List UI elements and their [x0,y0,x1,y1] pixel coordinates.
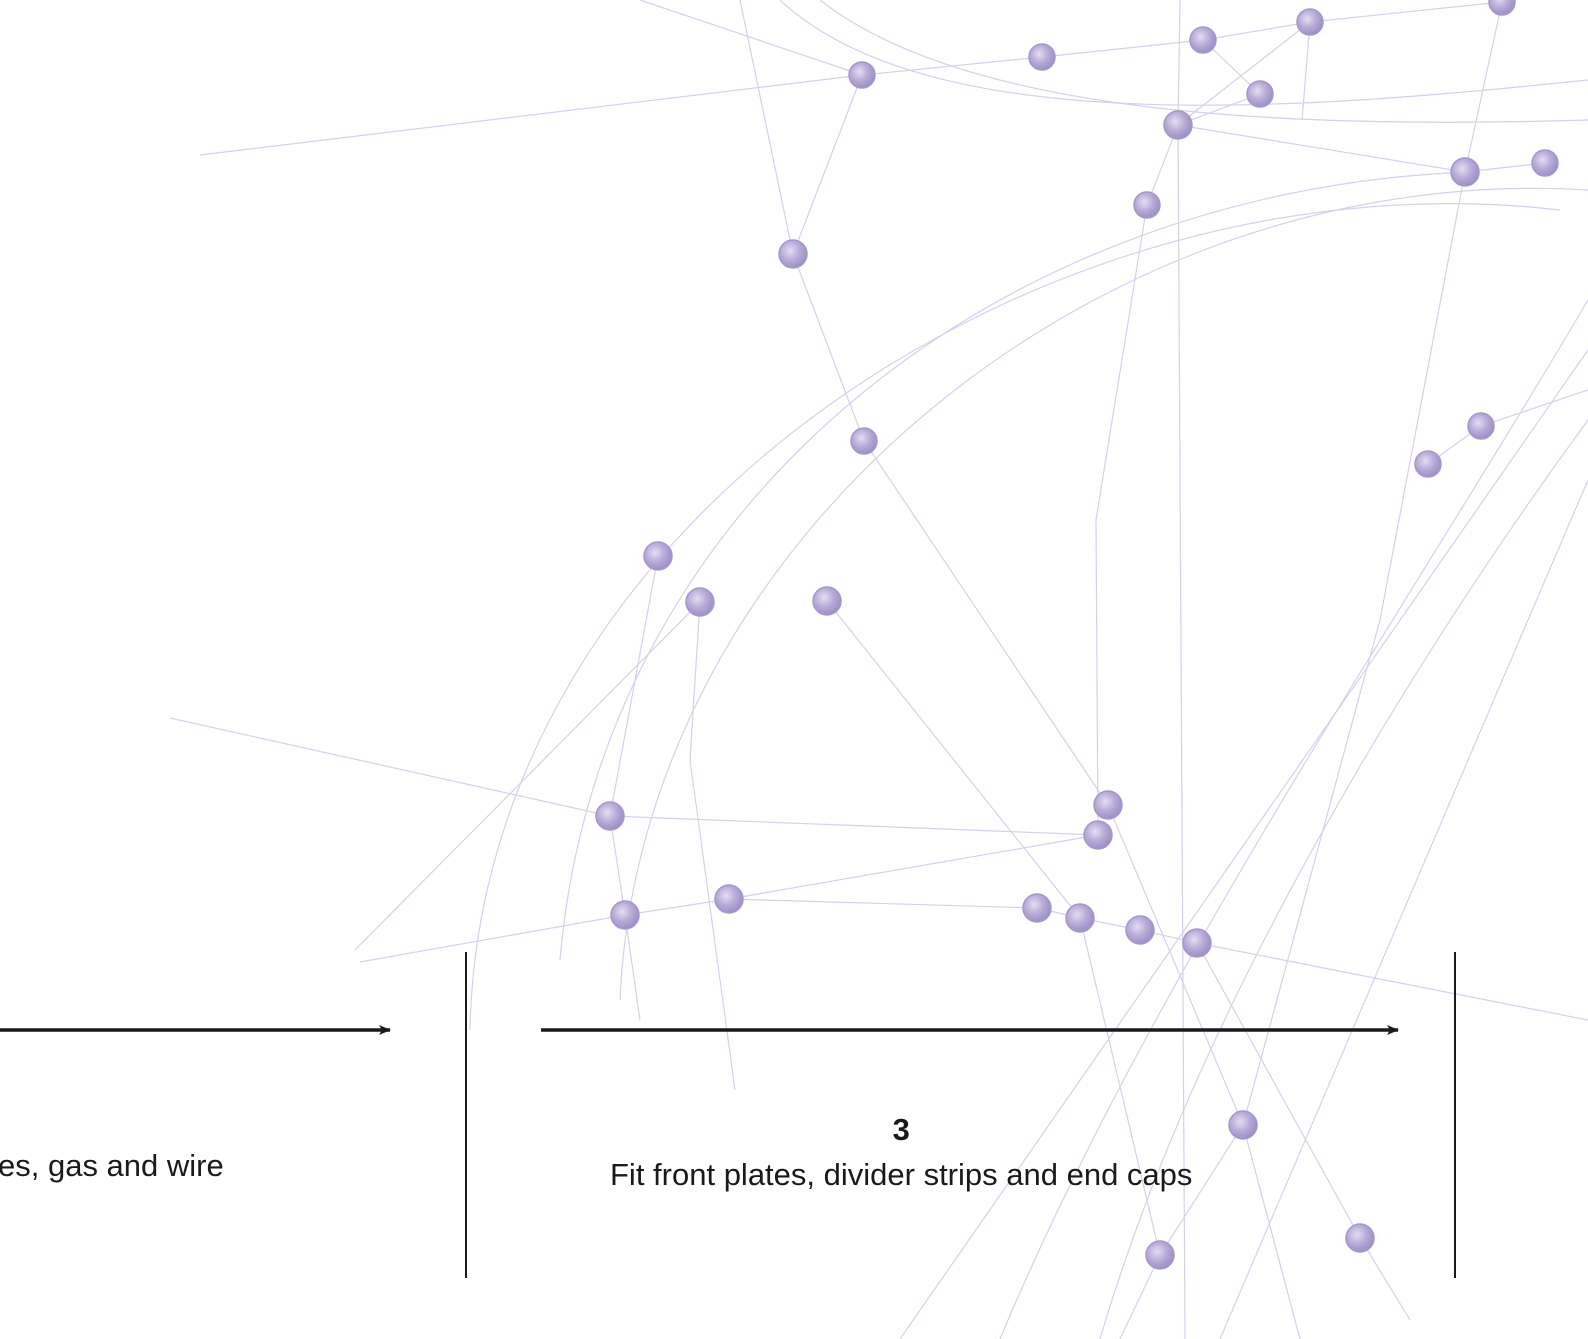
network-node [1093,790,1123,820]
network-node [714,884,744,914]
network-line [739,0,794,255]
network-node [1083,820,1113,850]
network-node [812,586,842,616]
network-node [1414,450,1442,478]
step-3-description: Fit front plates, divider strips and end… [610,1157,1193,1192]
network-node [1450,157,1480,187]
network-arc [559,171,1471,961]
network-line [1107,804,1301,1339]
network-line [1177,39,1262,126]
network-node [778,239,808,269]
network-node [595,801,625,831]
network-node [1145,1240,1175,1270]
step-dividers [465,952,1456,1278]
network-line [899,349,1588,1339]
network-nodes [595,0,1559,1270]
network-line [1242,1,1503,1126]
network-node [1467,412,1495,440]
network-node [1133,191,1161,219]
step-3-number: 3 [892,1112,910,1147]
network-line [1095,124,1179,836]
network-node [1488,0,1516,16]
network-node [1028,43,1056,71]
network-node [1163,110,1193,140]
network-node [610,900,640,930]
network-line [792,74,1109,806]
network-node [1345,1223,1375,1253]
network-line [728,898,1588,1021]
network-node [685,587,715,617]
network-node [1065,903,1095,933]
network-arc [779,0,1588,106]
network-background [169,0,1588,1339]
network-node [1246,80,1274,108]
network-arc [619,187,1588,1001]
network-node [850,427,878,455]
network-line [639,0,863,76]
step-2-description: es, gas and wire [0,1148,224,1183]
network-arc [999,299,1588,1339]
network-line [359,834,1099,963]
network-node [1022,893,1052,923]
network-arc [819,0,1588,123]
network-line [1177,124,1546,173]
network-line [354,601,701,951]
network-line [169,717,1099,836]
network-node [1296,8,1324,36]
network-line [1219,479,1588,1339]
network-arc [469,203,1561,1031]
network-node [643,541,673,571]
network-node [1531,149,1559,177]
network-node [1228,1110,1258,1140]
network-line [689,601,736,1091]
network-line [199,1,1503,156]
network-node [1125,915,1155,945]
network-line [609,555,659,1021]
network-node [1182,928,1212,958]
network-node [848,61,876,89]
network-arc [1099,419,1588,1339]
network-line [1196,942,1411,1321]
network-line [1177,0,1186,1339]
network-node [1189,26,1217,54]
